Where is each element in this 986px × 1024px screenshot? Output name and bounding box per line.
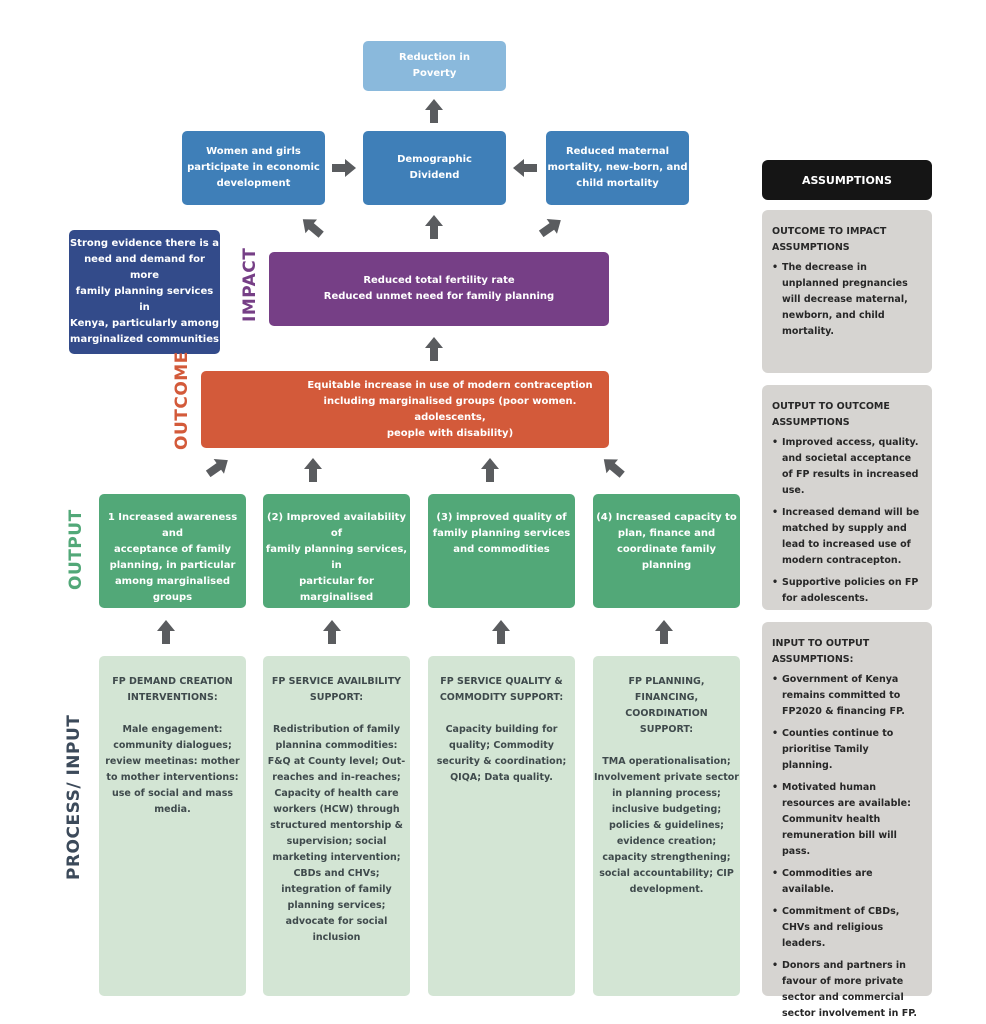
arrow-up-icon bbox=[317, 617, 347, 647]
arrow-up-left-icon bbox=[592, 446, 634, 488]
assumptions-input-to-output: INPUT TO OUTPUT ASSUMPTIONS: Government … bbox=[762, 622, 932, 1019]
output-text-4: (4) Increased capacity to plan, finance … bbox=[596, 512, 737, 571]
output-box-3: (3) improved quality of family planning … bbox=[428, 494, 575, 608]
demographic-dividend-box: Demographic Dividend bbox=[363, 131, 506, 205]
assumptions-title: INPUT TO OUTPUT ASSUMPTIONS: bbox=[772, 638, 870, 665]
input-body-2: Redistribution of family plannina commod… bbox=[267, 724, 406, 943]
women-participation-text: Women and girls participate in economic … bbox=[187, 146, 320, 189]
arrow-up-icon bbox=[298, 455, 328, 485]
women-participation-box: Women and girls participate in economic … bbox=[182, 131, 325, 205]
arrow-up-icon bbox=[649, 617, 679, 647]
evidence-box: Strong evidence there is a need and dema… bbox=[69, 230, 220, 354]
assumption-item: Counties continue to prioritise Tamily p… bbox=[772, 726, 922, 774]
assumptions-list: The decrease in unplanned pregnancies wi… bbox=[772, 260, 922, 340]
assumption-item: The decrease in unplanned pregnancies wi… bbox=[772, 260, 922, 340]
output-box-4: (4) Increased capacity to plan, finance … bbox=[593, 494, 740, 608]
arrow-up-icon bbox=[419, 212, 449, 242]
impact-label: IMPACT bbox=[240, 247, 260, 322]
assumptions-list: Improved access, quality. and societal a… bbox=[772, 435, 922, 607]
assumption-item: Improved access, quality. and societal a… bbox=[772, 435, 922, 499]
assumption-item: Government of Kenya remains committed to… bbox=[772, 672, 922, 720]
assumptions-header: ASSUMPTIONS bbox=[762, 160, 932, 200]
output-text-2: (2) Improved availability of family plan… bbox=[265, 512, 408, 619]
poverty-text: Reduction in Poverty bbox=[399, 52, 470, 79]
arrow-up-icon bbox=[486, 617, 516, 647]
assumption-item: Increased demand will be matched by supp… bbox=[772, 505, 922, 569]
arrow-up-right-icon bbox=[197, 446, 239, 488]
assumption-item: Motivated human resources are available:… bbox=[772, 780, 922, 860]
assumptions-title: OUTCOME TO IMPACT ASSUMPTIONS bbox=[772, 226, 887, 253]
outcome-text: Equitable increase in use of modern cont… bbox=[307, 379, 593, 439]
arrow-up-right-icon bbox=[530, 206, 572, 248]
reduced-mortality-box: Reduced maternal mortality, new-born, an… bbox=[546, 131, 689, 205]
input-heading-4: FP PLANNING, FINANCING, COORDINATION SUP… bbox=[625, 676, 708, 735]
output-text-1: 1 Increased awareness and acceptance of … bbox=[107, 512, 238, 603]
outcome-box: Equitable increase in use of modern cont… bbox=[201, 371, 609, 448]
input-body-4: TMA operationalisation; Involvement priv… bbox=[594, 756, 739, 895]
arrow-up-left-icon bbox=[291, 206, 333, 248]
input-heading-3: FP SERVICE QUALITY & COMMODITY SUPPORT: bbox=[439, 676, 564, 703]
input-heading-1: FP DEMAND CREATION INTERVENTIONS: bbox=[112, 676, 233, 703]
output-box-1: 1 Increased awareness and acceptance of … bbox=[99, 494, 246, 608]
assumptions-title: OUTPUT TO OUTCOME ASSUMPTIONS bbox=[772, 401, 890, 428]
impact-text: Reduced total fertility rate Reduced unm… bbox=[323, 275, 555, 302]
arrow-up-icon bbox=[419, 334, 449, 364]
input-heading-2: FP SERVICE AVAILBILITY SUPPORT: bbox=[271, 676, 402, 703]
assumptions-outcome-to-impact: OUTCOME TO IMPACT ASSUMPTIONS The decrea… bbox=[762, 210, 932, 373]
reduced-mortality-text: Reduced maternal mortality, new-born, an… bbox=[547, 146, 688, 189]
process-input-label: PROCESS/ INPUT bbox=[64, 714, 84, 880]
assumption-item: Commitment of CBDs, CHVs and religious l… bbox=[772, 904, 922, 952]
assumptions-output-to-outcome: OUTPUT TO OUTCOME ASSUMPTIONS Improved a… bbox=[762, 385, 932, 610]
arrow-up-icon bbox=[151, 617, 181, 647]
outcome-label: OUTCOME bbox=[172, 351, 192, 450]
poverty-box: Reduction in Poverty bbox=[363, 41, 506, 91]
evidence-text: Strong evidence there is a need and dema… bbox=[69, 238, 219, 345]
arrow-right-icon bbox=[329, 153, 359, 183]
demographic-dividend-text: Demographic Dividend bbox=[397, 154, 472, 181]
output-box-2: (2) Improved availability of family plan… bbox=[263, 494, 410, 619]
assumption-item: Supportive policies on FP for adolescent… bbox=[772, 575, 922, 607]
input-box-1: FP DEMAND CREATION INTERVENTIONS: Male e… bbox=[99, 656, 246, 996]
arrow-up-icon bbox=[475, 455, 505, 485]
impact-box: Reduced total fertility rate Reduced unm… bbox=[269, 252, 609, 326]
input-body-1: Male engagement: community dialogues; re… bbox=[105, 724, 240, 815]
output-text-3: (3) improved quality of family planning … bbox=[432, 512, 571, 555]
input-box-3: FP SERVICE QUALITY & COMMODITY SUPPORT: … bbox=[428, 656, 575, 996]
arrow-left-icon bbox=[510, 153, 540, 183]
arrow-up-icon bbox=[419, 96, 449, 126]
input-box-2: FP SERVICE AVAILBILITY SUPPORT: Redistri… bbox=[263, 656, 410, 996]
assumption-item: Donors and partners in favour of more pr… bbox=[772, 958, 922, 1022]
assumptions-list: Government of Kenya remains committed to… bbox=[772, 672, 922, 1022]
input-box-4: FP PLANNING, FINANCING, COORDINATION SUP… bbox=[593, 656, 740, 996]
input-body-3: Capacity building for quality; Commodity… bbox=[436, 724, 567, 783]
assumption-item: Commodities are available. bbox=[772, 866, 922, 898]
output-label: OUTPUT bbox=[66, 509, 86, 590]
